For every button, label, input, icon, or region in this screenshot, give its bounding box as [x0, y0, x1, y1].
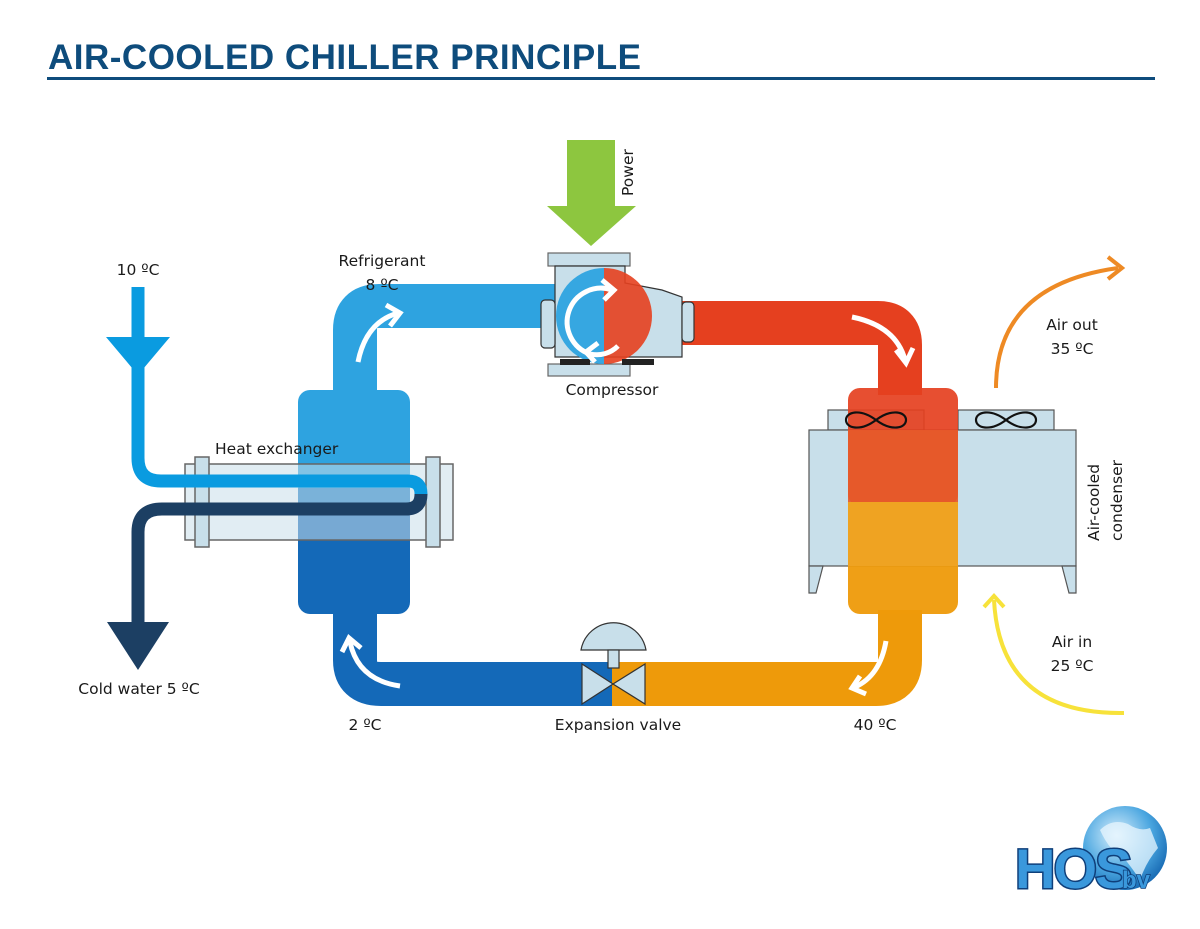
logo-suffix: bv — [1122, 867, 1151, 894]
hx-flange-left — [194, 456, 210, 548]
heat-exchanger-label: Heat exchanger — [215, 440, 339, 458]
air-in-arrowhead-icon — [982, 593, 1006, 609]
flow-arrow-icon — [347, 641, 401, 689]
page-title: AIR-COOLED CHILLER PRINCIPLE — [48, 38, 642, 77]
air-in-label: Air in — [1052, 633, 1092, 651]
condenser-label-line2: condenser — [1108, 459, 1126, 541]
expansion-valve-icon — [611, 662, 646, 706]
air-in-arrow-icon — [992, 599, 1125, 716]
water-in-arrow-icon — [106, 337, 170, 375]
title-underline — [47, 77, 1155, 80]
compressor-side-port-right — [681, 301, 695, 343]
water-out-pipe — [131, 493, 428, 625]
fan-icon — [974, 411, 1038, 429]
flow-arrow-icon — [853, 640, 889, 690]
condenser-column-mid — [848, 430, 958, 504]
valve-actuator — [580, 622, 647, 651]
refrigerant-label: Refrigerant — [339, 252, 426, 270]
air-out-label: Air out — [1046, 316, 1098, 334]
hx-flange-right — [425, 456, 441, 548]
compressor-cycle-head-icon — [600, 278, 618, 302]
condenser-label-line1: Air-cooled — [1085, 464, 1103, 541]
compressor-top-plate — [547, 252, 631, 267]
compressor-label: Compressor — [566, 381, 659, 399]
cold-water-label: Cold water 5 ºC — [78, 680, 199, 698]
suction-pipe — [333, 284, 560, 395]
company-logo: HOS bv — [1014, 806, 1167, 902]
globe-continents — [1100, 822, 1158, 880]
condenser-leg-right — [1061, 565, 1077, 594]
flow-arrow-head-icon — [848, 674, 867, 697]
compressor-hot-half — [604, 268, 652, 364]
refrigerant-temp-label: 8 ºC — [366, 276, 399, 294]
flow-arrow-head-icon — [339, 634, 363, 654]
flow-arrow-icon — [355, 310, 399, 363]
expansion-valve-icon — [581, 662, 615, 706]
air-out-arrow-icon — [994, 266, 1119, 389]
liquid-pipe — [612, 610, 922, 706]
power-label: Power — [619, 149, 637, 196]
compressor-bottom-plate — [547, 363, 631, 377]
compressor-cycle-head-icon — [582, 341, 600, 364]
air-in-temp-label: 25 ºC — [1051, 657, 1094, 675]
cold-water-arrow-icon — [107, 622, 169, 670]
low-temp-label: 2 ºC — [349, 716, 382, 734]
valve-stem — [607, 649, 620, 669]
high-temp-label: 40 ºC — [854, 716, 897, 734]
compressor-foot — [622, 359, 654, 365]
power-arrow-icon — [547, 140, 636, 246]
compressor-side-port-left — [540, 299, 556, 349]
flow-arrow-head-icon — [894, 346, 916, 368]
condenser-column-warm-mid — [848, 502, 958, 566]
evaporator-return-pipe — [333, 610, 612, 706]
compressor-cycle-icon — [589, 344, 620, 358]
condenser-leg-left — [808, 565, 824, 594]
water-in-pipe — [131, 287, 428, 495]
expansion-valve-label: Expansion valve — [555, 716, 681, 734]
compressor-foot — [560, 359, 590, 365]
compressor-cycle-icon — [564, 285, 613, 357]
fan-icon — [844, 411, 908, 429]
air-out-arrowhead-icon — [1106, 255, 1126, 281]
air-out-temp-label: 35 ºC — [1051, 340, 1094, 358]
flow-arrow-head-icon — [384, 302, 404, 328]
compressor-cold-half — [556, 268, 604, 364]
logo-text: HOS — [1015, 837, 1131, 900]
water-in-temp-label: 10 ºC — [117, 261, 160, 279]
flow-arrow-icon — [851, 314, 908, 361]
